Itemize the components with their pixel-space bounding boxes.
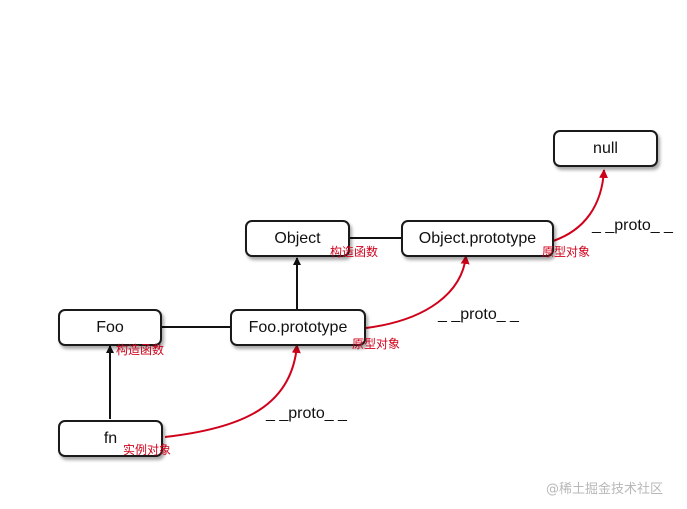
annotation-object-constructor: 构造函数	[330, 245, 379, 259]
node-object: Object	[245, 220, 350, 257]
annotation-fn-instance: 实例对象	[123, 443, 172, 457]
proto-arrow-object-prototype-to-null	[552, 169, 609, 242]
annotation-foo-constructor: 构造函数	[116, 343, 165, 357]
node-fn: fn	[58, 420, 163, 457]
proto-label-foo-prototype-to-object-prototype: _ _proto_ _	[438, 306, 519, 323]
proto-arrow-fn-to-foo-prototype	[164, 344, 301, 438]
node-null: null	[553, 130, 658, 167]
proto-label-object-prototype-to-null: _ _proto_ _	[592, 217, 673, 234]
node-foo-prototype: Foo.prototype	[230, 309, 366, 346]
proto-label-fn-to-foo-prototype: _ _proto_ _	[266, 405, 347, 422]
node-object-prototype: Object.prototype	[401, 220, 554, 257]
annotation-object-prototype-object: 原型对象	[542, 245, 591, 259]
proto-arrow-foo-prototype-to-object-prototype	[365, 255, 470, 329]
node-foo: Foo	[58, 309, 162, 346]
annotation-foo-prototype-object: 原型对象	[352, 337, 401, 351]
watermark: @稀土掘金技术社区	[546, 482, 664, 497]
